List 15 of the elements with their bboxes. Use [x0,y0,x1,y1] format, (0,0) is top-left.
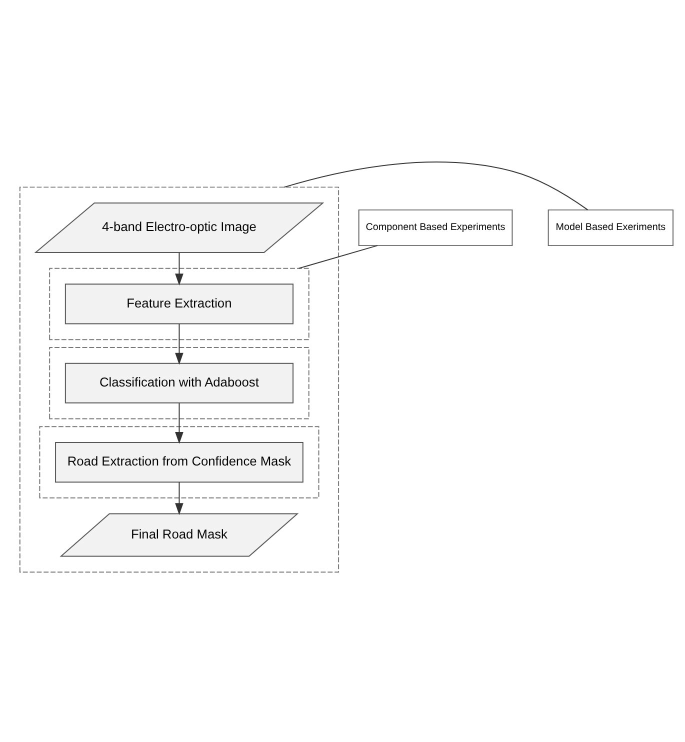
cluster [49,268,310,340]
arrow [175,482,184,516]
node-box: Road Extraction from Confidence Mask [55,442,304,483]
connector [284,162,588,210]
arrow [175,252,184,286]
arrow [175,402,184,444]
arrow [175,324,184,365]
connector [298,245,378,269]
cluster [39,426,320,498]
cluster [19,186,340,573]
node-box: Classification with Adaboost [64,362,294,404]
node-box: Model Based Exeriments [548,209,674,246]
cluster [49,347,310,420]
node-box: Feature Extraction [64,284,294,324]
node-box: Component Based Experiments [358,209,513,246]
